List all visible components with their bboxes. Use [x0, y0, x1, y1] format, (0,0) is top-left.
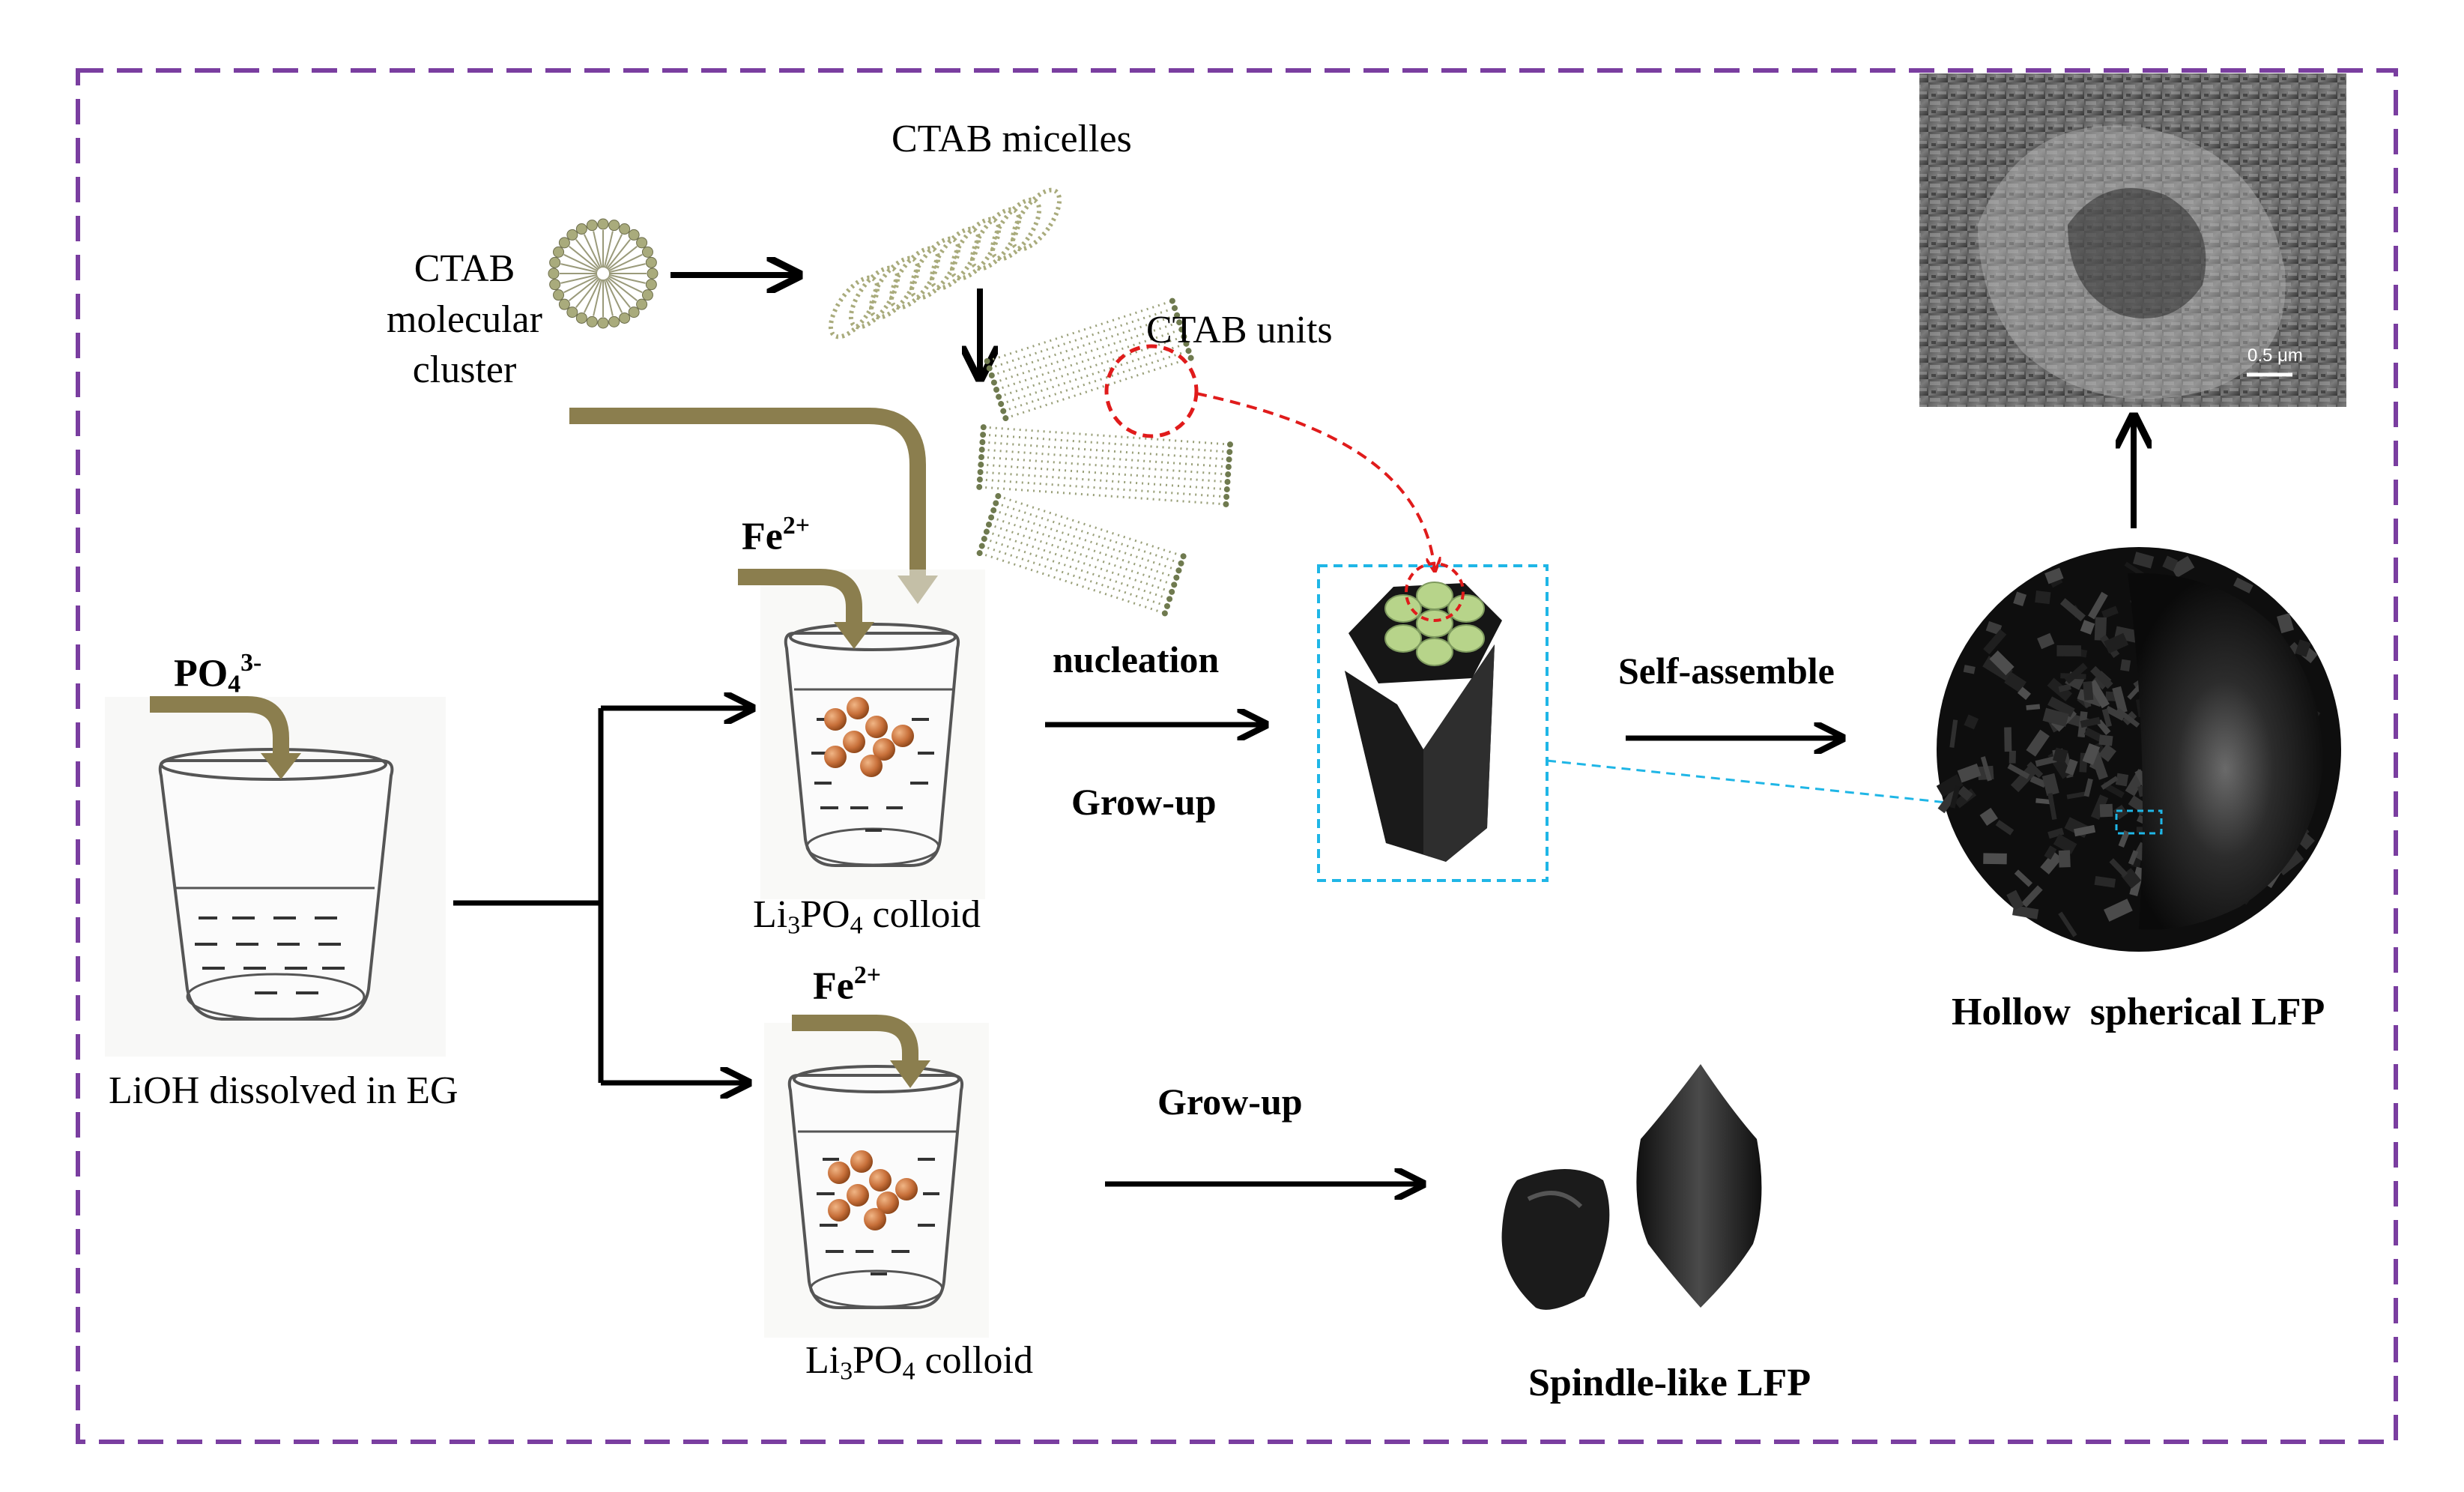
- lioh-label: LiOH dissolved in EG: [109, 1069, 458, 1112]
- olive-arrow-head-po4: [261, 753, 301, 779]
- ctab-unit-highlight-circle: [1104, 344, 1199, 438]
- olive-arrow-po4: [150, 696, 289, 757]
- fe-bottom-symbol: Fe: [813, 964, 854, 1008]
- po4-charge: 3-: [240, 649, 262, 677]
- fe-bottom-charge: 2+: [853, 961, 882, 989]
- po4-symbol: PO: [174, 652, 228, 695]
- sem-scale-bar-label: 0.5 μm: [2247, 345, 2303, 366]
- growup-bottom-label: Grow-up: [1157, 1081, 1303, 1123]
- colloid-top-word: colloid: [862, 893, 981, 936]
- ctab-micelles-icon: [828, 187, 1062, 339]
- spindle-lfp-label: Spindle-like LFP: [1528, 1362, 1811, 1404]
- ctab-molecular-cluster-icon: [548, 218, 659, 329]
- colloid-top-sub3: 3: [787, 911, 801, 940]
- nucleation-label: nucleation: [1053, 638, 1220, 680]
- fe-bottom-label: Fe2+: [813, 963, 881, 1006]
- li3po4-colloid-beaker-bottom: [764, 1023, 989, 1338]
- ctab-units-label: CTAB units: [1146, 309, 1333, 351]
- olive-arrow-fe-bottom: [792, 1015, 918, 1064]
- fe-top-label: Fe2+: [742, 513, 810, 556]
- hollow-lfp-label: Hollow spherical LFP: [1952, 991, 2325, 1033]
- colloid-bottom-po: PO: [853, 1339, 903, 1382]
- fe-top-charge: 2+: [782, 512, 811, 540]
- hollow-sphere-icon: [1936, 547, 2341, 952]
- red-dashed-arrow: [1196, 392, 1435, 570]
- hexagonal-prism-icon: [1345, 582, 1502, 862]
- po4-label: PO43-: [174, 650, 261, 698]
- colloid-bottom-li: Li: [805, 1339, 841, 1382]
- li3po4-colloid-beaker-top: [760, 570, 985, 899]
- ctab-cluster-label: CTAB molecular cluster: [356, 244, 573, 396]
- colloid-bottom-sub4: 4: [902, 1357, 915, 1386]
- olive-arrow-ctab-to-beaker: [569, 408, 926, 577]
- outer-frame: [76, 68, 2398, 1444]
- colloid-bottom-word: colloid: [915, 1339, 1033, 1382]
- self-assemble-label: Self-assemble: [1618, 650, 1835, 692]
- fe-top-symbol: Fe: [742, 515, 783, 558]
- colloid-bottom-label: Li3PO4 colloid: [805, 1341, 1033, 1384]
- hex-highlight-circle: [1405, 562, 1465, 622]
- colloid-top-po: PO: [800, 893, 850, 936]
- olive-arrow-head-fe-bottom: [890, 1060, 930, 1088]
- colloid-bottom-sub3: 3: [840, 1357, 853, 1386]
- hex-prism-box: [1317, 564, 1549, 882]
- colloid-top-sub4: 4: [850, 911, 863, 940]
- cyan-dashed-link: [1546, 759, 2119, 821]
- branch-lines: [453, 708, 604, 1083]
- olive-arrow-fe-top: [738, 569, 862, 626]
- growup-top-label: Grow-up: [1071, 781, 1217, 823]
- ctab-micelles-label: CTAB micelles: [892, 118, 1132, 160]
- sem-image: [1919, 73, 2346, 407]
- ctab-cluster-line1: CTAB: [414, 247, 515, 290]
- ctab-cluster-line3: cluster: [412, 348, 517, 392]
- olive-arrow-head-fe-top: [834, 622, 874, 649]
- colloid-top-label: Li3PO4 colloid: [753, 895, 981, 938]
- colloid-top-li: Li: [753, 893, 788, 936]
- po4-sub: 4: [228, 670, 241, 698]
- spindle-lfp-icon: [1501, 1064, 1762, 1310]
- ctab-cluster-line2: molecular: [387, 298, 542, 341]
